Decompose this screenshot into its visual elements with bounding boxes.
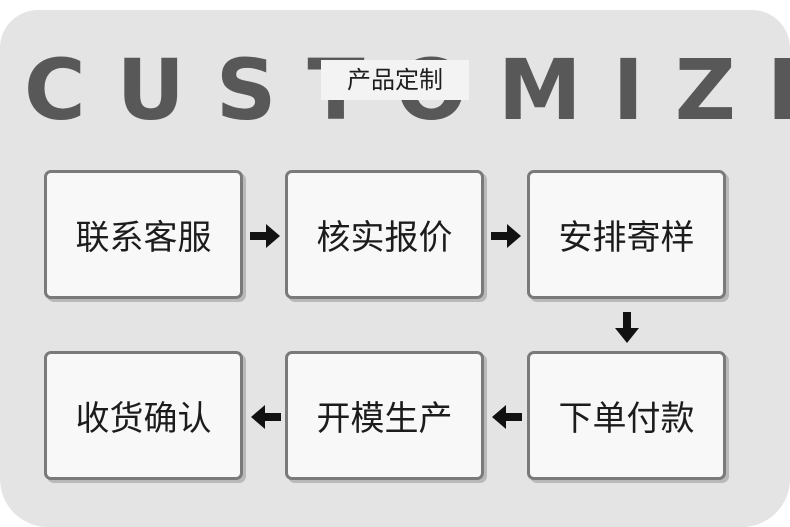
step-arrange-sample: 安排寄样 xyxy=(527,170,726,299)
arrow-right-icon xyxy=(491,224,521,248)
arrow-left-icon xyxy=(251,405,281,429)
step-mold-production: 开模生产 xyxy=(285,351,484,480)
step-receipt-confirmation: 收货确认 xyxy=(44,351,243,480)
arrow-right-icon xyxy=(250,224,280,248)
product-customization-label: 产品定制 xyxy=(321,60,469,100)
step-verify-quote: 核实报价 xyxy=(285,170,484,299)
step-order-payment: 下单付款 xyxy=(527,351,726,480)
step-contact-service: 联系客服 xyxy=(44,170,243,299)
arrow-left-icon xyxy=(492,405,522,429)
arrow-down-icon xyxy=(615,312,639,343)
